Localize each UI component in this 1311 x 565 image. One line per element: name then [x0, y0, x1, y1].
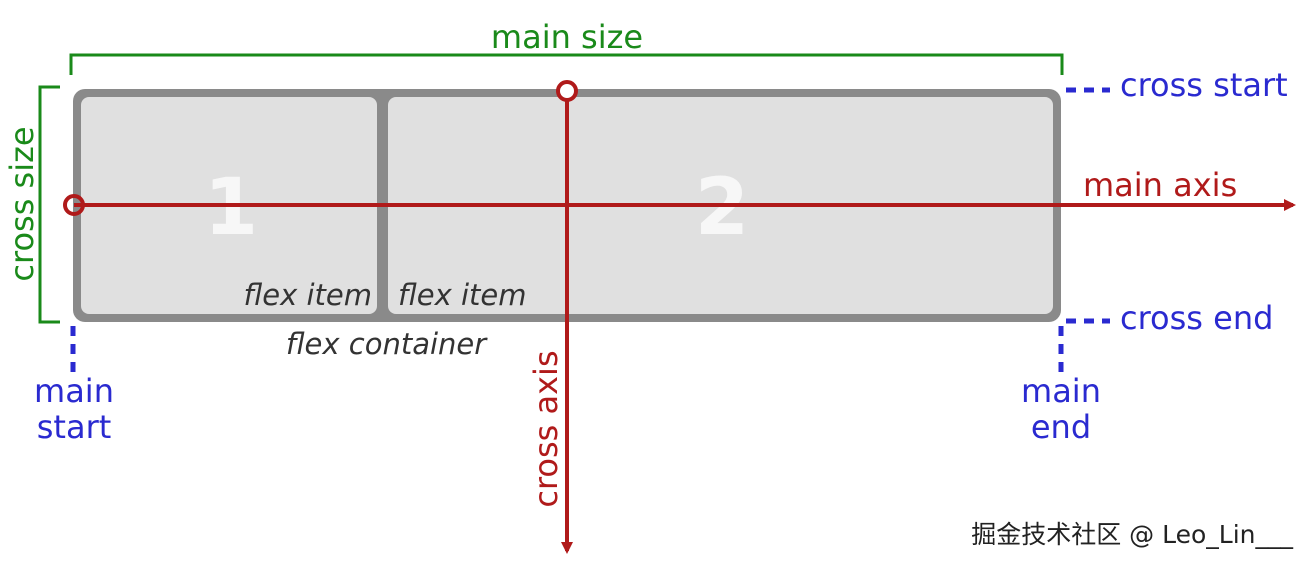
main-start-point	[63, 194, 85, 216]
flex-item-2-number: 2	[695, 163, 749, 253]
flex-item-1-number: 1	[204, 163, 258, 253]
main-end-label-line2: end	[1031, 408, 1091, 446]
flex-container-label: flex container	[286, 327, 488, 361]
flex-item-1-label: flex item	[244, 278, 372, 312]
flex-item-2-label: flex item	[398, 278, 526, 312]
cross-size-bracket	[38, 85, 60, 324]
cross-axis-label: cross axis	[527, 350, 565, 507]
cross-end-label: cross end	[1120, 299, 1273, 337]
watermark-text: 掘金技术社区 @ Leo_Lin___	[971, 520, 1293, 549]
main-start-label-line1: main	[34, 372, 114, 410]
main-end-label-line1: main	[1021, 372, 1101, 410]
main-axis-label: main axis	[1083, 166, 1237, 204]
main-size-bracket	[69, 53, 1064, 75]
cross-size-label: cross size	[3, 126, 41, 281]
cross-start-label: cross start	[1120, 66, 1288, 104]
cross-start-point	[556, 80, 578, 102]
main-size-label: main size	[491, 18, 643, 56]
main-start-label-line2: start	[37, 408, 112, 446]
